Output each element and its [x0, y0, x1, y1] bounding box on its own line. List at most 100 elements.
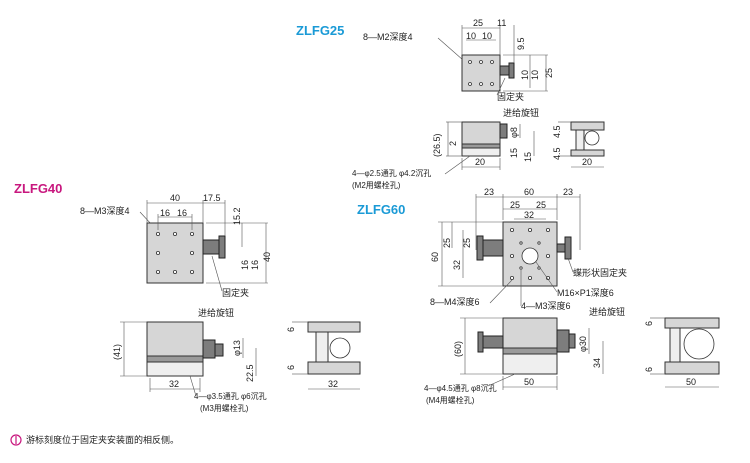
zlfg40-dim-32b: 32: [328, 379, 338, 389]
zlfg60-knob-label: 进给旋钮: [589, 306, 625, 317]
zlfg25-hole-label-1: 4—φ2.5通孔 φ4.2沉孔: [352, 168, 431, 178]
zlfg40-hole-leader: [189, 375, 197, 397]
zlfg40-dim-16v: 16: [240, 260, 250, 270]
zlfg40-dim-40: 40: [170, 193, 180, 203]
zlfg40-dim-phi13: φ13: [232, 340, 242, 356]
zlfg40-dim-41: (41): [112, 344, 122, 360]
zlfg40-side-knob-1: [202, 339, 216, 359]
zlfg40-end-top: [307, 321, 361, 333]
zlfg40-dim-22-5: 22.5: [245, 364, 255, 382]
zlfg60-hole: [509, 253, 514, 258]
zlfg60-dim-32: 32: [524, 210, 534, 220]
zlfg25-knob-label: 进给旋钮: [503, 107, 539, 118]
zlfg40-dim-16w: 16: [250, 260, 260, 270]
zlfg25-dim-11: 11: [497, 18, 506, 28]
zlfg60-clamp-label: 蝶形状固定夹: [573, 267, 627, 278]
zlfg40-tap-label: 8—M3深度4: [80, 205, 130, 216]
zlfg25-dim-10b: 10: [482, 31, 492, 41]
zlfg60-side-right-knob: [556, 329, 570, 353]
zlfg60-hole-leader: [487, 373, 516, 387]
footnote: 游标刻度位于固定夹安装面的相反侧。: [10, 434, 179, 446]
zlfg25-hole-label-2: (M2用螺栓孔): [352, 180, 401, 190]
zlfg60-dim-phi30: φ30: [578, 336, 588, 352]
zlfg40-end-knob: [329, 337, 351, 359]
zlfg40-hole: [189, 269, 194, 274]
zlfg60-dim-v25a: 25: [442, 238, 452, 248]
zlfg60-side-left-knob-head: [477, 331, 484, 353]
zlfg60-hole: [509, 275, 514, 280]
zlfg40-hole: [155, 250, 160, 255]
zlfg40-side-scale: [146, 355, 204, 363]
zlfg25-dim-25v: 25: [544, 68, 554, 78]
zlfg40-hole: [155, 269, 160, 274]
zlfg40-clamp-head: [218, 235, 226, 259]
zlfg25-tap-leader: [437, 37, 464, 61]
zlfg60-hole: [509, 227, 514, 232]
zlfg60-center-bore: [521, 247, 539, 265]
zlfg60-dim-25a: 25: [510, 200, 520, 210]
zlfg60-m16-leader: [535, 261, 558, 293]
zlfg60-tap8-label: 8—M4深度6: [430, 296, 480, 307]
zlfg40-hole: [172, 269, 177, 274]
zlfg60-hole-small: [519, 266, 523, 270]
zlfg40-dim-32a: 32: [169, 379, 179, 389]
zlfg25-dim-10c: 10: [520, 70, 530, 80]
zlfg60-side-scale: [502, 347, 558, 355]
zlfg60-end-post: [669, 327, 681, 363]
zlfg60-hole-label-1: 4—φ4.5通孔 φ8沉孔: [424, 383, 497, 393]
zlfg60-dim-25b: 25: [536, 200, 546, 210]
zlfg60-hole: [528, 227, 533, 232]
zlfg25-clamp-knob: [499, 65, 510, 76]
zlfg60-dim-23b: 23: [563, 187, 573, 197]
zlfg25-dim-10d: 10: [530, 70, 540, 80]
zlfg40-knob-label: 进给旋钮: [198, 307, 234, 318]
zlfg60-dim-50a: 50: [524, 377, 534, 387]
zlfg40-hole-label-1: 4—φ3.5通孔 φ6沉孔: [194, 391, 267, 401]
zlfg40-dim-40v: 40: [262, 252, 272, 262]
zlfg60-dim-v25b: 25: [462, 238, 472, 248]
zlfg25-hole: [490, 82, 494, 86]
zlfg25-dim-10a: 10: [466, 31, 476, 41]
zlfg25-hole: [479, 60, 483, 64]
zlfg25-dim-26-5: (26.5): [432, 133, 442, 157]
zlfg40-end-post: [315, 331, 329, 363]
zlfg60-end-top: [664, 317, 720, 329]
zlfg25-end-knob: [584, 130, 600, 146]
zlfg25-dim-20b: 20: [582, 157, 592, 167]
zlfg60-left-knob: [482, 239, 504, 257]
zlfg25-hole: [468, 82, 472, 86]
zlfg60-end-base: [664, 361, 720, 375]
zlfg25-side-scale: [461, 143, 501, 149]
zlfg25-dim-15a: 15: [509, 148, 519, 158]
zlfg25-hole: [490, 60, 494, 64]
zlfg25-clamp-label: 固定夹: [497, 91, 524, 102]
zlfg40-dim-16b: 16: [177, 208, 187, 218]
zlfg60-dim-v32: 32: [452, 260, 462, 270]
zlfg25-dim-15b: 15: [523, 152, 533, 162]
zlfg60-wing-stem: [556, 243, 566, 253]
zlfg60-hole-small: [537, 241, 541, 245]
zlfg25-side-knob: [499, 123, 508, 139]
zlfg40-hole: [189, 231, 194, 236]
zlfg60-dim-6b: 6: [644, 367, 654, 372]
zlfg40-end-base: [307, 361, 361, 375]
zlfg60-m16-label: M16×P1深度6: [557, 287, 614, 298]
zlfg60-wing-clamp: [564, 236, 572, 260]
zlfg40-clamp-label: 固定夹: [222, 287, 249, 298]
zlfg40-side-base: [146, 361, 204, 377]
zlfg40-hole: [172, 231, 177, 236]
zlfg25-hole-leader: [444, 155, 471, 175]
zlfg60-dim-60p: (60): [453, 341, 463, 357]
footnote-text: 游标刻度位于固定夹安装面的相反侧。: [26, 434, 179, 445]
zlfg60-hole: [546, 253, 551, 258]
zlfg25-end-top: [570, 121, 605, 131]
zlfg25-end-post: [575, 129, 585, 151]
zlfg60-left-knob-head: [476, 235, 484, 261]
zlfg40-dim-15-2: 15.2: [232, 207, 242, 225]
zlfg25-dim-9-5: 9.5: [516, 37, 526, 50]
zlfg25-side-base: [461, 147, 501, 157]
zlfg60-hole: [528, 275, 533, 280]
zlfg40-hole: [155, 231, 160, 236]
zlfg60-dim-v60: 60: [430, 252, 440, 262]
